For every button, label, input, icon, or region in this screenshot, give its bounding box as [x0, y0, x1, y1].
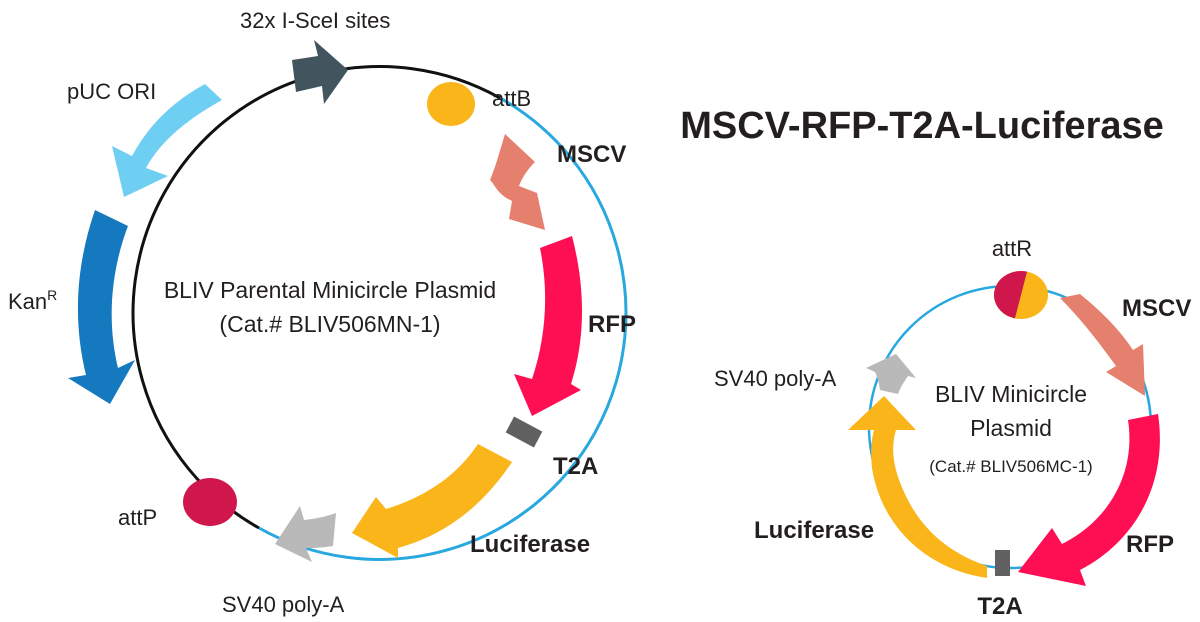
parental-plasmid-catalog: (Cat.# BLIV506MN-1): [219, 311, 440, 337]
attR-site: [994, 271, 1048, 319]
parental-cassette-line: [258, 96, 628, 561]
attP-site: [183, 478, 237, 526]
kan-label-main: Kan: [8, 289, 47, 314]
kan-resistance-arrow: [68, 210, 135, 404]
minicircle-plasmid-name-line1: BLIV Minicircle: [935, 381, 1087, 407]
puc-ori-arrow: [112, 84, 222, 197]
kan-label-superscript: R: [47, 287, 57, 303]
luciferase-gene-arrow: [352, 444, 512, 558]
mscv-label: MSCV: [557, 141, 626, 168]
luciferase-label: Luciferase: [470, 531, 590, 558]
attR-label: attR: [992, 236, 1032, 261]
mscv-promoter-arrow: [490, 134, 545, 230]
minicircle-mscv-label: MSCV: [1122, 295, 1191, 322]
minicircle-sv40-label: SV40 poly-A: [714, 366, 837, 391]
minicircle-rfp-arrow: [1018, 414, 1160, 586]
minicircle-t2a-block: [995, 550, 1010, 576]
attP-label: attP: [118, 505, 157, 530]
attB-label: attB: [492, 86, 531, 111]
minicircle-plasmid-catalog: (Cat.# BLIV506MC-1): [929, 457, 1092, 476]
minicircle-sv40-arrow: [866, 354, 916, 394]
isceI-sites-arrow: [292, 40, 348, 104]
puc-ori-label: pUC ORI: [67, 79, 156, 104]
kan-label: KanR: [8, 287, 57, 314]
minicircle-plasmid-name-line2: Plasmid: [970, 415, 1052, 441]
minicircle-rfp-label: RFP: [1126, 531, 1174, 558]
minicircle-t2a-label: T2A: [977, 593, 1022, 620]
construct-title: MSCV-RFP-T2A-Luciferase: [680, 105, 1164, 147]
parental-plasmid-name: BLIV Parental Minicircle Plasmid: [164, 277, 496, 303]
attB-site: [427, 82, 475, 126]
t2a-block: [505, 416, 543, 448]
parental-backbone-line: [131, 65, 501, 530]
rfp-label: RFP: [588, 311, 636, 338]
parental-plasmid-map: 32x I-SceI sites attB MSCV RFP T2A Lucif…: [8, 8, 636, 617]
minicircle-mscv-arrow: [1060, 294, 1145, 396]
isceI-label: 32x I-SceI sites: [240, 8, 390, 33]
t2a-label: T2A: [553, 453, 598, 480]
minicircle-plasmid-map: attR MSCV SV40 poly-A RFP Luciferase T2A…: [714, 236, 1191, 620]
minicircle-luciferase-label: Luciferase: [754, 517, 874, 544]
sv40-polyA-arrow: [275, 506, 336, 562]
minicircle-luciferase-arrow: [848, 396, 987, 578]
rfp-gene-arrow: [514, 236, 583, 416]
sv40-label: SV40 poly-A: [222, 592, 345, 617]
